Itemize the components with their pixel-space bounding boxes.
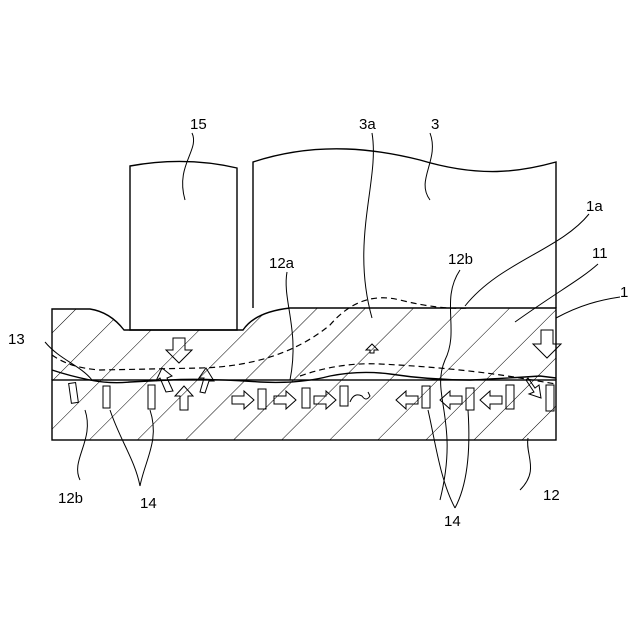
label-15: 15	[190, 116, 207, 133]
label-12b-top: 12b	[448, 251, 473, 268]
label-3a: 3a	[359, 116, 376, 133]
label-12: 12	[543, 487, 560, 504]
label-11: 11	[592, 245, 608, 262]
label-14-left: 14	[140, 495, 157, 512]
tool-3	[253, 149, 556, 308]
label-12a: 12a	[269, 255, 295, 272]
label-1a: 1a	[586, 198, 603, 215]
label-13: 13	[8, 331, 25, 348]
base-plate-12	[52, 380, 556, 440]
label-12b-bottom: 12b	[58, 490, 83, 507]
label-14-right: 14	[444, 513, 461, 530]
layer-11	[52, 308, 556, 380]
tool-15	[130, 161, 237, 330]
label-1: 1	[620, 284, 628, 301]
label-3: 3	[431, 116, 439, 133]
